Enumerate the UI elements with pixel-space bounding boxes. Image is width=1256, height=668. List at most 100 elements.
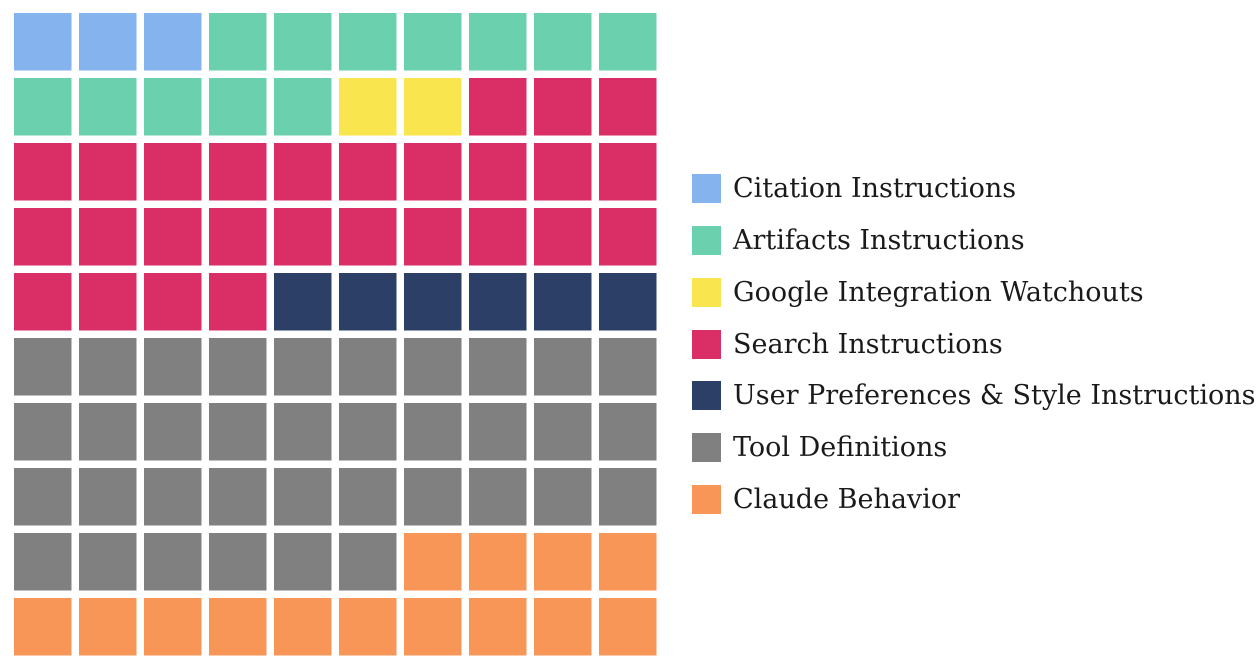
waffle-cell-search-instructions: [534, 78, 592, 136]
waffle-cell-tool-definitions: [14, 533, 72, 591]
waffle-cell-search-instructions: [274, 208, 332, 266]
legend-item-google-integration-watchouts: Google Integration Watchouts: [692, 267, 1256, 319]
legend-item-user-preferences-and-style-instructions: User Preferences & Style Instructions: [692, 370, 1256, 422]
waffle-cell-search-instructions: [469, 208, 527, 266]
waffle-cell-search-instructions: [79, 273, 137, 331]
waffle-cell-search-instructions: [469, 143, 527, 201]
legend-label: Tool Definitions: [733, 432, 948, 464]
waffle-cell-claude-behavior: [144, 598, 202, 656]
waffle-cell-citation-instructions: [14, 13, 72, 71]
waffle-cell-search-instructions: [209, 208, 267, 266]
waffle-cell-tool-definitions: [14, 468, 72, 526]
waffle-cell-tool-definitions: [469, 338, 527, 396]
waffle-cell-tool-definitions: [79, 533, 137, 591]
waffle-cell-claude-behavior: [339, 598, 397, 656]
legend-swatch: [692, 329, 721, 359]
waffle-cell-artifacts-instructions: [274, 13, 332, 71]
legend-label: Google Integration Watchouts: [733, 276, 1144, 308]
waffle-cell-tool-definitions: [209, 338, 267, 396]
waffle-cell-claude-behavior: [599, 533, 657, 591]
waffle-cell-tool-definitions: [404, 338, 462, 396]
legend-item-tool-definitions: Tool Definitions: [692, 422, 1256, 474]
waffle-cell-tool-definitions: [599, 468, 657, 526]
waffle-cell-search-instructions: [14, 208, 72, 266]
waffle-cell-tool-definitions: [144, 338, 202, 396]
waffle-cell-claude-behavior: [599, 598, 657, 656]
waffle-cell-claude-behavior: [404, 533, 462, 591]
waffle-cell-tool-definitions: [534, 403, 592, 461]
waffle-cell-tool-definitions: [339, 403, 397, 461]
waffle-cell-tool-definitions: [404, 468, 462, 526]
waffle-cell-tool-definitions: [274, 403, 332, 461]
waffle-cell-artifacts-instructions: [599, 13, 657, 71]
waffle-cell-artifacts-instructions: [14, 78, 72, 136]
waffle-cell-search-instructions: [79, 208, 137, 266]
waffle-cell-artifacts-instructions: [79, 78, 137, 136]
waffle-cell-tool-definitions: [339, 338, 397, 396]
waffle-cell-search-instructions: [274, 143, 332, 201]
waffle-cell-user-preferences-and-style-instructions: [534, 273, 592, 331]
waffle-cell-claude-behavior: [79, 598, 137, 656]
waffle-cell-claude-behavior: [534, 598, 592, 656]
waffle-cell-citation-instructions: [79, 13, 137, 71]
waffle-cell-google-integration-watchouts: [339, 78, 397, 136]
waffle-cell-claude-behavior: [469, 598, 527, 656]
waffle-cell-claude-behavior: [404, 598, 462, 656]
waffle-cell-artifacts-instructions: [534, 13, 592, 71]
waffle-cell-artifacts-instructions: [339, 13, 397, 71]
waffle-cell-search-instructions: [144, 143, 202, 201]
waffle-cell-tool-definitions: [144, 468, 202, 526]
waffle-cell-search-instructions: [404, 143, 462, 201]
waffle-cell-tool-definitions: [79, 338, 137, 396]
legend-label: Citation Instructions: [733, 173, 1017, 205]
legend-swatch: [692, 174, 721, 204]
legend-swatch: [692, 381, 721, 411]
waffle-cell-search-instructions: [209, 143, 267, 201]
waffle-cell-tool-definitions: [144, 533, 202, 591]
waffle-cell-claude-behavior: [14, 598, 72, 656]
waffle-cell-tool-definitions: [209, 468, 267, 526]
legend-label: Search Instructions: [733, 328, 1003, 360]
waffle-cell-search-instructions: [209, 273, 267, 331]
waffle-cell-search-instructions: [14, 273, 72, 331]
waffle-cell-search-instructions: [599, 208, 657, 266]
waffle-cell-tool-definitions: [14, 338, 72, 396]
waffle-cell-search-instructions: [534, 208, 592, 266]
waffle-cell-artifacts-instructions: [209, 78, 267, 136]
waffle-cell-search-instructions: [469, 78, 527, 136]
waffle-cell-artifacts-instructions: [469, 13, 527, 71]
legend-swatch: [692, 277, 721, 307]
waffle-cell-tool-definitions: [469, 403, 527, 461]
waffle-cell-tool-definitions: [209, 403, 267, 461]
waffle-cell-search-instructions: [339, 143, 397, 201]
waffle-cell-search-instructions: [144, 273, 202, 331]
waffle-cell-tool-definitions: [274, 468, 332, 526]
legend-item-citation-instructions: Citation Instructions: [692, 163, 1256, 215]
waffle-cell-tool-definitions: [79, 468, 137, 526]
waffle-cell-artifacts-instructions: [274, 78, 332, 136]
waffle-cell-tool-definitions: [14, 403, 72, 461]
waffle-cell-tool-definitions: [404, 403, 462, 461]
waffle-cell-user-preferences-and-style-instructions: [469, 273, 527, 331]
legend-item-claude-behavior: Claude Behavior: [692, 474, 1256, 526]
waffle-cell-citation-instructions: [144, 13, 202, 71]
waffle-cell-search-instructions: [404, 208, 462, 266]
waffle-cell-user-preferences-and-style-instructions: [599, 273, 657, 331]
waffle-cell-tool-definitions: [534, 468, 592, 526]
waffle-cell-tool-definitions: [209, 533, 267, 591]
waffle-cell-tool-definitions: [599, 338, 657, 396]
legend-swatch: [692, 433, 721, 463]
waffle-cell-search-instructions: [599, 143, 657, 201]
waffle-cell-artifacts-instructions: [404, 13, 462, 71]
waffle-cell-google-integration-watchouts: [404, 78, 462, 136]
waffle-cell-tool-definitions: [599, 403, 657, 461]
waffle-cell-tool-definitions: [144, 403, 202, 461]
waffle-cell-tool-definitions: [339, 468, 397, 526]
waffle-cell-tool-definitions: [79, 403, 137, 461]
waffle-cell-search-instructions: [339, 208, 397, 266]
waffle-cell-search-instructions: [79, 143, 137, 201]
waffle-cell-claude-behavior: [534, 533, 592, 591]
waffle-cell-tool-definitions: [274, 338, 332, 396]
waffle-cell-user-preferences-and-style-instructions: [339, 273, 397, 331]
